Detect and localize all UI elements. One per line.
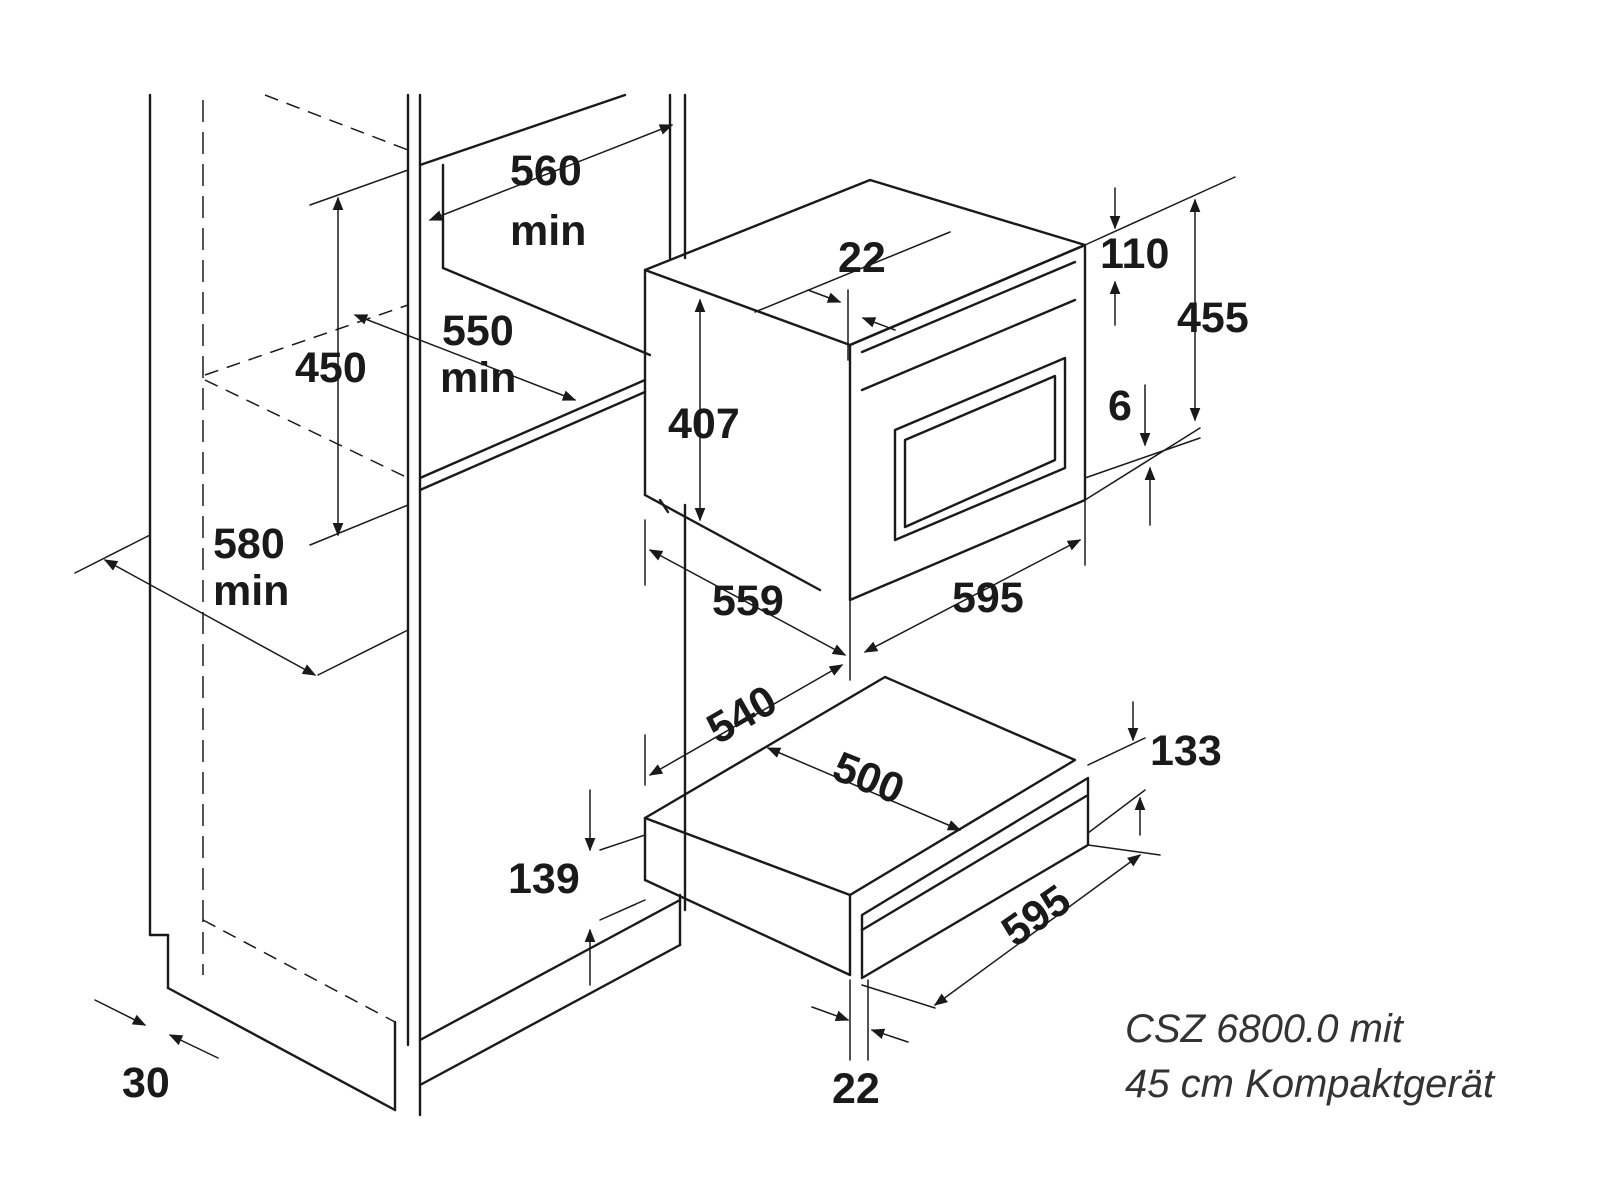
label-oven-front-thickness: 22 [838, 234, 886, 282]
label-niche-depth-note: min [440, 354, 516, 402]
label-top-gap: 110 [1100, 230, 1169, 278]
caption-line-2: 45 cm Kompaktgerät [1125, 1062, 1496, 1106]
label-drawer-width: 595 [993, 876, 1079, 956]
label-cabinet-depth: 580 [213, 520, 285, 568]
label-plinth-setback: 30 [122, 1059, 170, 1107]
label-cabinet-depth-note: min [213, 567, 289, 615]
label-drawer-front-height: 133 [1150, 727, 1222, 775]
label-niche-width: 560 [510, 147, 582, 195]
label-oven-width: 595 [952, 574, 1024, 622]
label-niche-height: 450 [295, 344, 367, 392]
label-drawer-front-thickness: 22 [832, 1065, 880, 1113]
dimension-lines [74, 124, 1236, 1061]
label-niche-width-note: min [510, 207, 586, 255]
label-oven-depth: 559 [712, 577, 784, 625]
label-total-height: 455 [1177, 294, 1249, 342]
label-bottom-gap: 6 [1108, 382, 1132, 430]
label-drawer-body-height: 139 [508, 855, 580, 903]
caption-line-1: CSZ 6800.0 mit [1125, 1007, 1405, 1051]
dimension-labels: 560 min 450 550 min 580 min 30 407 22 11… [122, 147, 1249, 1113]
label-niche-depth: 550 [442, 307, 514, 355]
label-oven-body-height: 407 [668, 400, 740, 448]
caption: CSZ 6800.0 mit 45 cm Kompaktgerät [1125, 1007, 1496, 1106]
